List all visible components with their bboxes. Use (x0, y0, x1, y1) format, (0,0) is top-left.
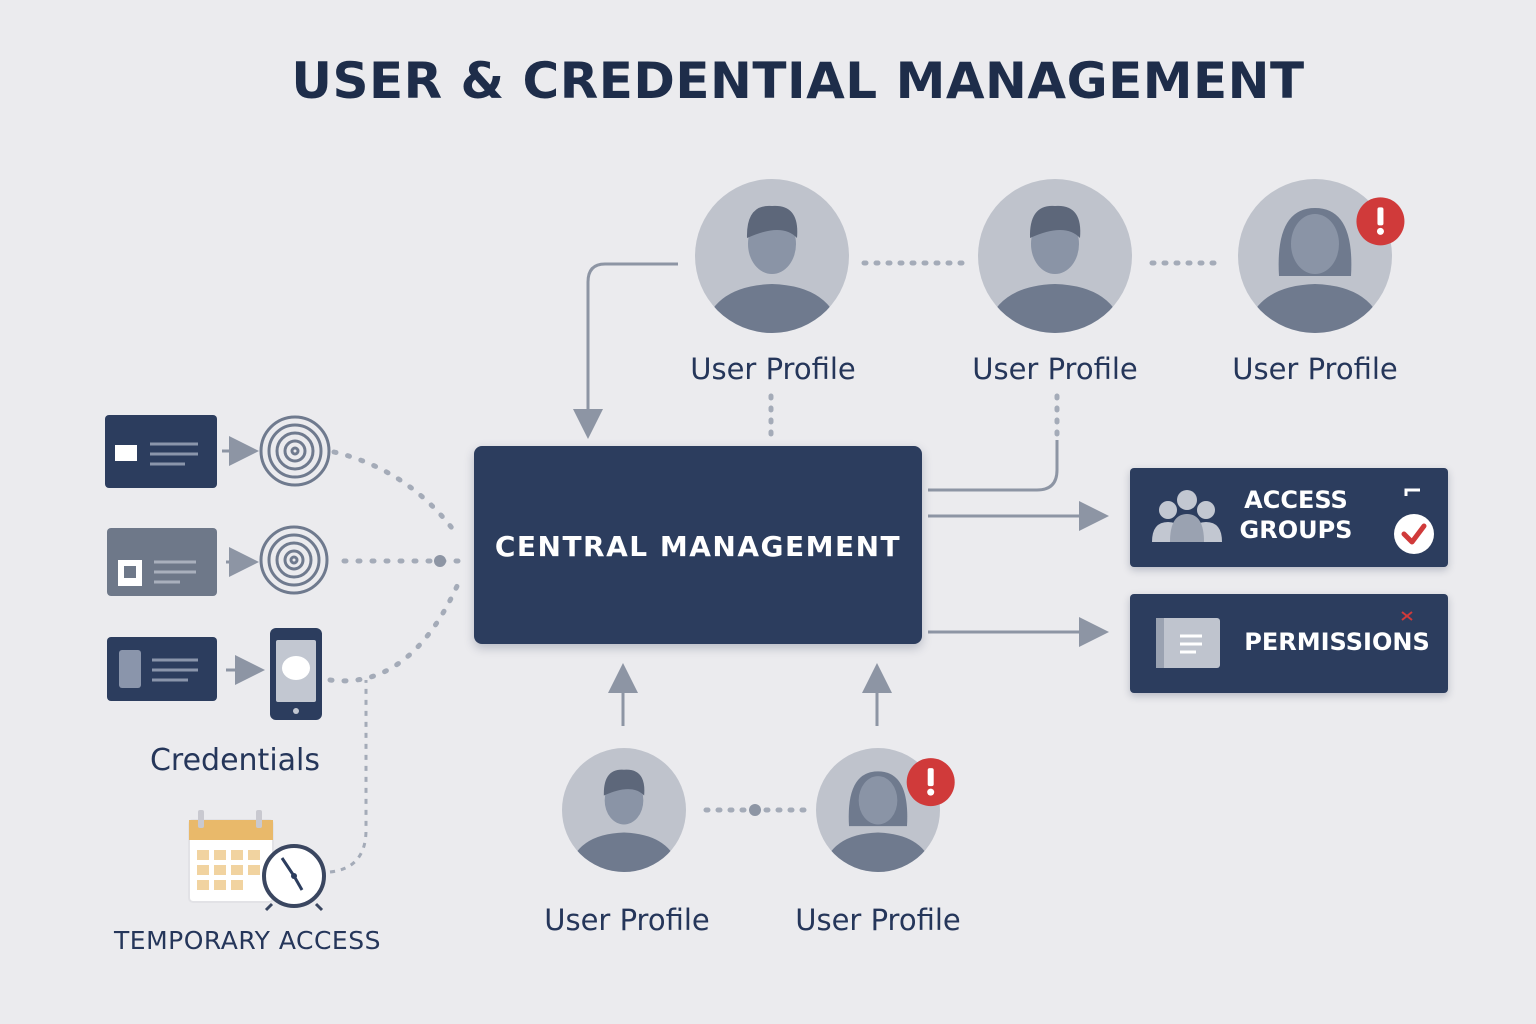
alert-icon (1356, 197, 1405, 246)
permissions-label: PERMISSIONS (1244, 628, 1430, 656)
access-groups-label-line2: GROUPS (1239, 516, 1353, 544)
person-icon (985, 205, 1125, 333)
profile-label: User Profile (972, 352, 1138, 386)
mobile-face-icon (270, 628, 322, 720)
user-avatar[interactable] (695, 179, 849, 336)
access-groups-box[interactable]: ACCESS GROUPS (1130, 468, 1448, 567)
device-card-icon (107, 637, 217, 701)
person-icon (821, 771, 935, 872)
profile-label: User Profile (544, 903, 710, 937)
check-icon (1394, 488, 1434, 554)
connector-top-elbow (573, 262, 678, 439)
chat-card-icon (105, 415, 217, 488)
person-icon (567, 769, 681, 872)
person-icon (702, 205, 842, 333)
user-avatar[interactable] (816, 748, 955, 874)
profile-label: User Profile (795, 903, 961, 937)
profile-label: User Profile (690, 352, 856, 386)
close-icon (1401, 611, 1413, 621)
temporary-access-label: TEMPORARY ACCESS (114, 926, 381, 955)
person-icon (1245, 208, 1385, 333)
permissions-box[interactable]: PERMISSIONS (1130, 594, 1448, 693)
credentials-label: Credentials (149, 743, 321, 778)
alert-icon (906, 758, 955, 807)
user-avatar[interactable] (978, 179, 1132, 336)
connector-elbow-right (928, 440, 1059, 492)
user-avatar[interactable] (1238, 179, 1405, 336)
connector-cred-3 (327, 581, 461, 684)
access-groups-label-line1: ACCESS (1244, 486, 1348, 514)
photo-card-icon (107, 528, 217, 596)
calendar-icon (188, 810, 274, 903)
connector-temp-access (329, 680, 368, 874)
page-title: USER & CREDENTIAL MANAGEMENT (291, 52, 1305, 110)
fingerprint-icon (259, 415, 331, 487)
central-management-label: CENTRAL MANAGEMENT (494, 530, 902, 563)
central-management-box[interactable]: CENTRAL MANAGEMENT (474, 446, 922, 644)
user-avatar[interactable] (562, 748, 686, 874)
document-icon (1156, 618, 1220, 668)
profile-label: User Profile (1232, 352, 1398, 386)
connector-cred-1 (331, 449, 461, 539)
users-group-icon (1152, 490, 1222, 542)
fingerprint-icon (259, 525, 329, 595)
clock-icon (262, 844, 326, 912)
